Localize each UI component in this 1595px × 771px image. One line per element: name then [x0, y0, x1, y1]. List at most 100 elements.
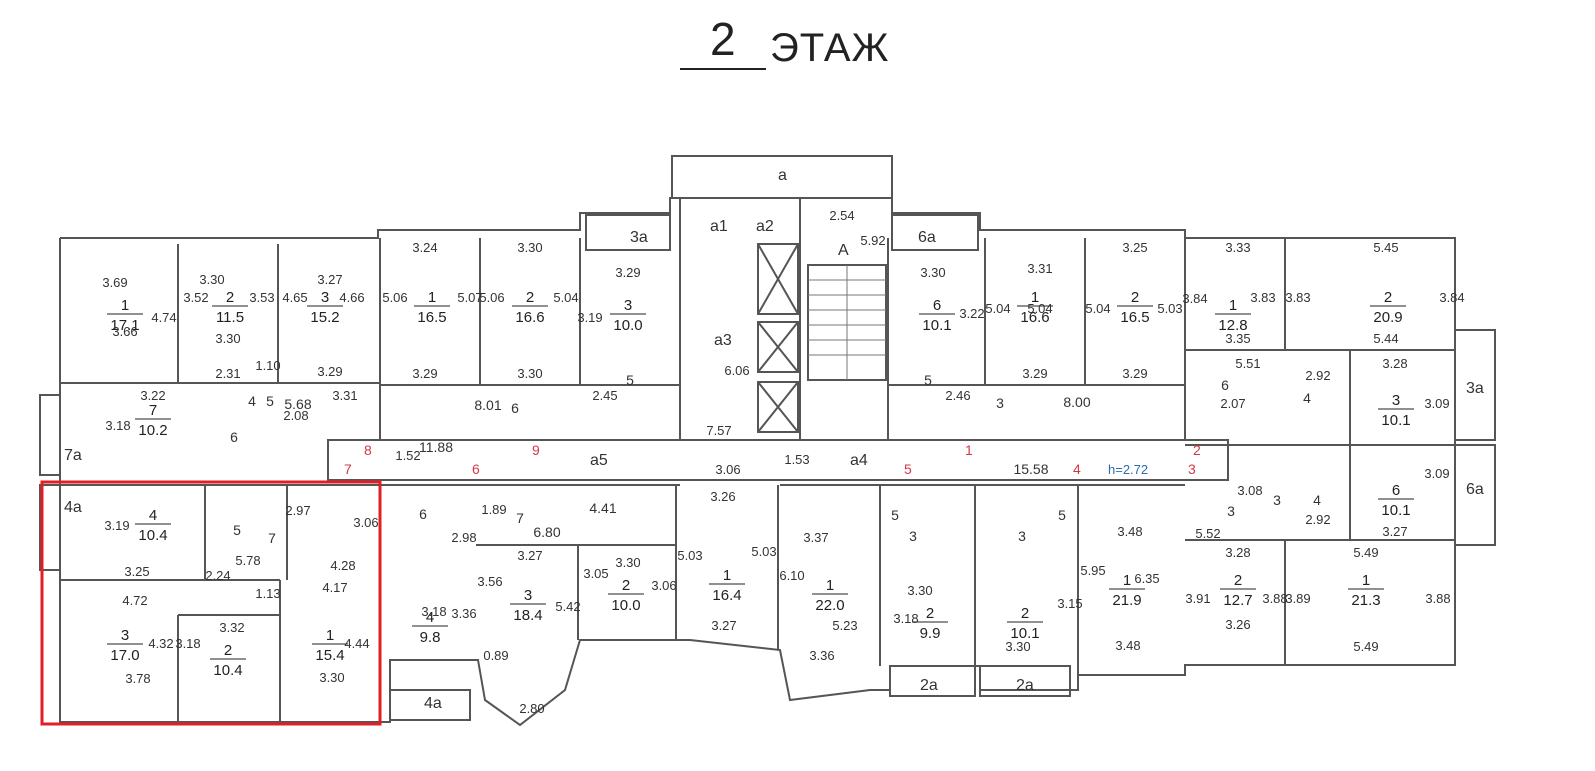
floor-number: 2 [710, 13, 736, 65]
room-area: 10.0 [611, 597, 640, 614]
dimension-label: 3.56 [477, 574, 502, 589]
dimension-label: 3.05 [583, 566, 608, 581]
dimension-label: 3.15 [1057, 596, 1082, 611]
dimension-label: 4.65 [282, 290, 307, 305]
dimension-label: 7.57 [706, 423, 731, 438]
dimension-label: 3.53 [249, 290, 274, 305]
dimension-label: 3.83 [1250, 290, 1275, 305]
balcony-2a-1 [889, 665, 976, 697]
dimension-label: 5.52 [1195, 526, 1220, 541]
dimension-label: 5.45 [1373, 240, 1398, 255]
room-area: 10.2 [138, 422, 167, 439]
stair-steps [808, 265, 886, 380]
dimension-label: 5.03 [751, 544, 776, 559]
dimension-label: 3.26 [710, 489, 735, 504]
dimension-label: 0.89 [483, 648, 508, 663]
room-area: 15.4 [315, 647, 344, 664]
room-label: 5 [924, 372, 932, 388]
room-number: 2 [224, 642, 232, 659]
dimension-label: 6.35 [1134, 571, 1159, 586]
dimension-label: 1.89 [481, 502, 506, 517]
room-number: 1 [723, 567, 731, 584]
room-label: 6 [1221, 377, 1229, 393]
dimension-label: 2.24 [205, 568, 230, 583]
dimension-label: 4.74 [151, 310, 176, 325]
dimension-label: 5.95 [1080, 563, 1105, 578]
zone-3a-top: 3a [630, 229, 648, 246]
dimension-label: 3.29 [1122, 366, 1147, 381]
room-number: 3 [321, 289, 329, 306]
dimension-label: 5.42 [555, 599, 580, 614]
corridor-number: 5 [904, 461, 912, 477]
room-number: 7 [149, 402, 157, 419]
dimension-label: 6.06 [724, 363, 749, 378]
dimension-label: 1.53 [784, 452, 809, 467]
dimension-label: 5.44 [1373, 331, 1398, 346]
zone-2a-1: 2a [920, 677, 938, 694]
corridor-number: 7 [344, 461, 352, 477]
dimension-label: 3.19 [104, 518, 129, 533]
corridor-number: 1 [965, 442, 973, 458]
balcony-4a [39, 484, 61, 571]
dimension-label: 3.78 [125, 671, 150, 686]
ceiling-height-label: h=2.72 [1108, 462, 1148, 477]
dimension-label: 4.17 [322, 580, 347, 595]
room-label: 5 [891, 507, 899, 523]
zone-labels: a a1 a2 A a3 a5 a4 3a 6a 7a 4a 4a 3a 6a … [64, 167, 1484, 712]
dimension-label: 5.92 [860, 233, 885, 248]
room-area: 15.2 [310, 309, 339, 326]
dimension-label: 3.27 [517, 548, 542, 563]
dimension-label: 2.92 [1305, 512, 1330, 527]
dimension-label: 3.84 [1439, 290, 1464, 305]
dimension-label: 3.29 [317, 364, 342, 379]
room-number: 2 [622, 577, 630, 594]
room-area: 22.0 [815, 597, 844, 614]
dimension-label: 3.30 [199, 272, 224, 287]
room-label: 3 [996, 395, 1004, 411]
room-area: 16.6 [1020, 309, 1049, 326]
dimension-label: 3.27 [711, 618, 736, 633]
dimension-label: 3.24 [412, 240, 437, 255]
room-area: 10.1 [1381, 502, 1410, 519]
dimension-label: 3.18 [421, 604, 446, 619]
room-number: 1 [121, 297, 129, 314]
room-number: 1 [1031, 289, 1039, 306]
dimension-label: 3.35 [1225, 331, 1250, 346]
room-number: 4 [426, 609, 434, 626]
dimension-label: 3.08 [1237, 483, 1262, 498]
room-area: 16.4 [712, 587, 741, 604]
room-number: 3 [524, 587, 532, 604]
dimension-label: 3.30 [920, 265, 945, 280]
dimension-label: 3.30 [319, 670, 344, 685]
room-area: 17.0 [110, 647, 139, 664]
dimension-label: 3.84 [1182, 291, 1207, 306]
dimension-label: 3.28 [1225, 545, 1250, 560]
room-area: 10.4 [213, 662, 242, 679]
corridor-number: 8 [364, 442, 372, 458]
corridor-numbers: 8 9 7 6 1 2 5 4 3 [344, 442, 1201, 477]
dimension-label: 4.28 [330, 558, 355, 573]
room-label: 3 [1018, 528, 1026, 544]
dimension-label: 3.30 [215, 331, 240, 346]
corridor-number: 4 [1073, 461, 1081, 477]
dimension-label: 4.32 [148, 636, 173, 651]
corridor-number: 9 [532, 442, 540, 458]
room-area: 11.5 [216, 309, 244, 326]
dimension-label: 5.06 [382, 290, 407, 305]
room-area: 16.5 [1120, 309, 1149, 326]
room-area: 21.3 [1351, 592, 1380, 609]
dimension-label: 3.31 [1027, 261, 1052, 276]
room-label: 5 [626, 372, 634, 388]
room-number: 1 [1123, 572, 1131, 589]
dimension-label: 4.44 [344, 636, 369, 651]
balcony-4a-bottom [389, 689, 471, 721]
room-area: 9.9 [920, 625, 941, 642]
dimension-label: 3.18 [105, 418, 130, 433]
dimension-label: 5.78 [235, 553, 260, 568]
zone-a3: a3 [714, 332, 732, 349]
room-number: 1 [826, 577, 834, 594]
dimension-label: 4.72 [122, 593, 147, 608]
